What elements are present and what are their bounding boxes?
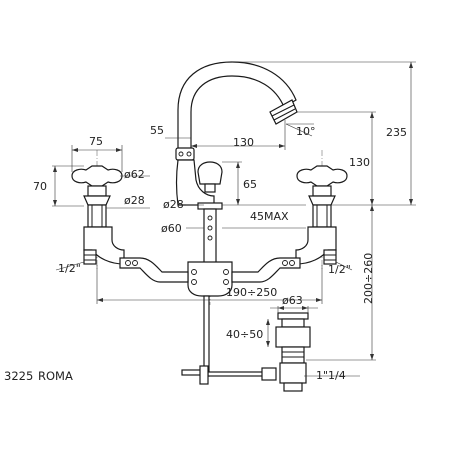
dim-lever-height: 65 [243,178,257,191]
model-name: ROMA [38,369,73,383]
dimension-arrows [53,62,413,360]
dim-center-spacing: 190÷250 [226,286,277,299]
dim-spout-offset: 55 [150,124,164,137]
model-label: 3225 ROMA [4,369,73,383]
dim-max-deck-thickness: 45MAX [250,210,289,223]
left-valve [71,165,125,265]
center-stem [187,202,233,377]
dim-waste-thread: 1"1/4 [316,369,346,382]
right-valve [295,165,348,265]
dim-below-deck-height: 200÷260 [362,253,375,304]
dim-body-height: 130 [349,156,370,169]
model-code: 3225 [4,369,33,383]
dim-connector-left: 1/2" [58,262,81,275]
dimension-labels: 75 70 ø62 ø28 55 130 10° 235 130 65 ø28 … [33,124,407,382]
dim-stem-diameter-left: ø28 [124,194,145,207]
dim-handle-diameter: ø62 [124,168,145,181]
dim-spout-reach: 130 [233,136,254,149]
dim-handle-height: 70 [33,180,47,193]
dim-center-base-diameter: ø60 [161,222,182,235]
connecting-pipes [119,257,301,283]
dim-total-height: 235 [386,126,407,139]
dim-handle-width: 75 [89,135,103,148]
dim-waste-diameter: ø63 [282,294,303,307]
dim-waste-height: 40÷50 [226,328,263,341]
dim-connector-right: 1/2" [328,263,351,276]
center-lever [197,161,223,193]
dim-center-stem-diameter: ø28 [163,198,184,211]
dim-spout-angle: 10° [296,125,316,138]
spout [175,61,298,206]
pop-up-waste [181,312,311,392]
